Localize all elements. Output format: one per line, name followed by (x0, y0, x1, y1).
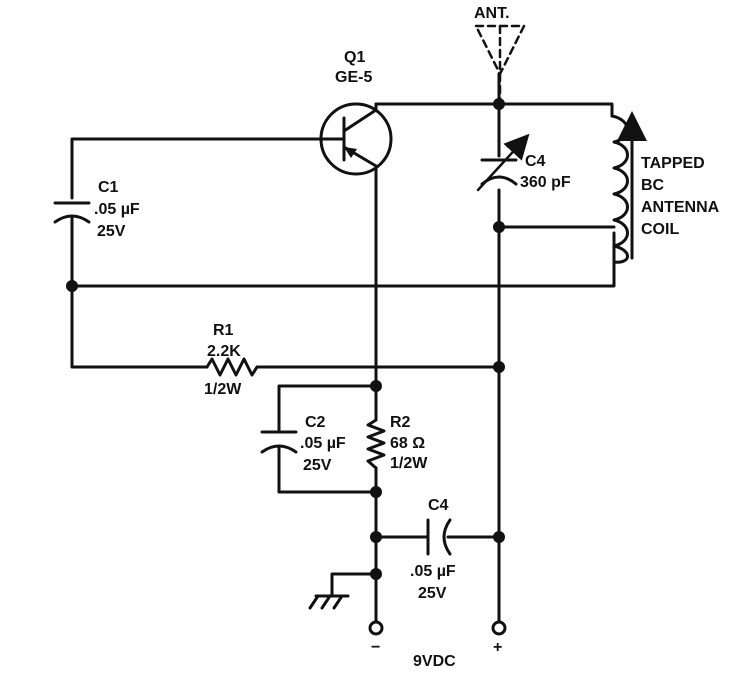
r2-ref-label: R2 (390, 414, 411, 431)
c1-voltage-label: 25V (97, 223, 126, 240)
power-terminals (368, 620, 507, 636)
antenna-coil (610, 111, 647, 264)
resistor-r2 (366, 418, 386, 470)
capacitor-c2 (260, 430, 298, 454)
c4-bottom-ref-label: C4 (428, 497, 449, 514)
c4-bottom-voltage-label: 25V (418, 585, 447, 602)
supply-voltage-label: 9VDC (413, 653, 456, 670)
junction-dots (66, 98, 505, 580)
capacitor-c4-bottom (426, 518, 452, 556)
r2-value-label: 68 Ω (390, 435, 425, 452)
c2-value-label: .05 µF (300, 435, 346, 452)
c2-voltage-label: 25V (303, 457, 332, 474)
coil-label-line1: TAPPED (641, 155, 705, 172)
coil-label-line2: BC (641, 177, 665, 194)
q1-ref-label: Q1 (344, 49, 365, 66)
q1-part-label: GE-5 (335, 69, 372, 86)
c4-top-value-label: 360 pF (520, 174, 571, 191)
coil-label-line3: ANTENNA (641, 199, 720, 216)
c4-bottom-value-label: .05 µF (410, 563, 456, 580)
r1-value-label: 2.2K (207, 343, 241, 360)
r2-power-label: 1/2W (390, 455, 428, 472)
variable-capacitor-c4 (476, 133, 530, 192)
coil-label-line4: COIL (641, 221, 679, 238)
positive-terminal-label: + (493, 639, 502, 656)
c4-top-ref-label: C4 (525, 153, 546, 170)
c2-ref-label: C2 (305, 414, 326, 431)
capacitor-c1 (53, 201, 91, 224)
c1-ref-label: C1 (98, 179, 119, 196)
r1-power-label: 1/2W (204, 381, 242, 398)
resistor-r1 (205, 357, 259, 377)
negative-terminal-label: − (371, 639, 380, 656)
antenna-label: ANT. (474, 5, 510, 22)
r1-ref-label: R1 (213, 322, 234, 339)
ground-symbol (308, 594, 350, 610)
c1-value-label: .05 µF (94, 201, 140, 218)
